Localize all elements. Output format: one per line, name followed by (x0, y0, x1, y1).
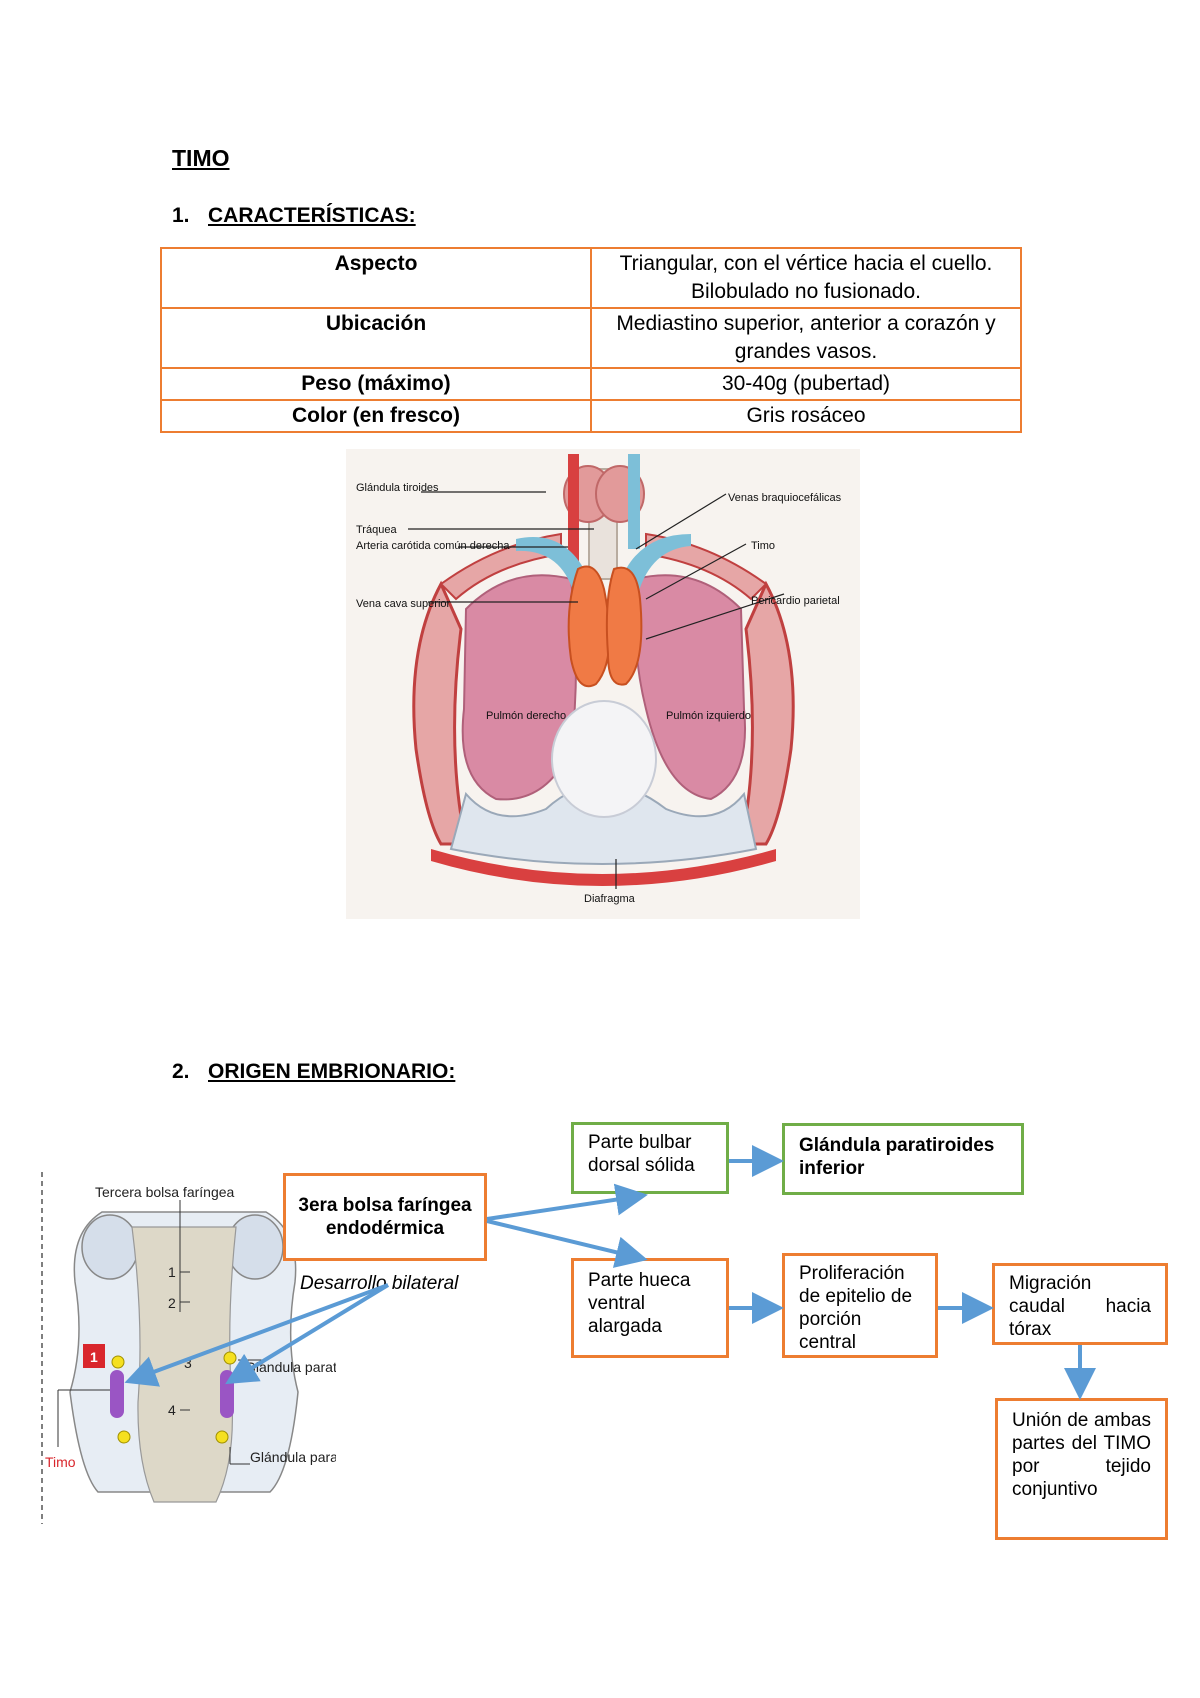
arrow-to-dorsal (486, 1183, 648, 1221)
table-value: Gris rosáceo (590, 399, 1022, 433)
table-key: Color (en fresco) (160, 399, 592, 433)
table-row: Color (en fresco) Gris rosáceo (160, 399, 1022, 433)
pharyngeal-pouch-figure: Tercera bolsa faríngea 1 2 3 4 1 Timo Gl… (40, 1172, 433, 1524)
table-key: Ubicación (160, 307, 592, 369)
arrow-bilateral-left (124, 1283, 389, 1387)
table-row: Peso (máximo) 30-40g (pubertad) (160, 367, 1022, 401)
section-number: 2. (172, 1060, 190, 1083)
label-pouch-4: 4 (168, 1402, 176, 1418)
label-traquea: Tráquea (356, 524, 397, 536)
label-pouch-3: 3 (184, 1355, 192, 1371)
label-vena-cava: Vena cava superior (356, 598, 451, 610)
label-venas-braquiocefalicas: Venas braquiocefálicas (728, 492, 842, 504)
label-timo: Timo (45, 1454, 76, 1470)
ventral-part-box: Parte hueca ventral alargada (571, 1258, 729, 1358)
arrow-bilateral-right (225, 1283, 390, 1385)
characteristics-table: Aspecto Triangular, con el vértice hacia… (160, 247, 1022, 433)
table-value: Triangular, con el vértice hacia el cuel… (590, 247, 1022, 309)
label-pulmon-derecho: Pulmón derecho (486, 710, 566, 722)
table-key: Aspecto (160, 247, 592, 309)
table-key: Peso (máximo) (160, 367, 592, 401)
label-diafragma: Diafragma (584, 893, 636, 905)
label-pouch-2: 2 (168, 1295, 176, 1311)
label-glandula-tiroides: Glándula tiroides (356, 482, 439, 494)
thorax-illustration: Glándula tiroides Tráquea Arteria caróti… (356, 454, 842, 905)
dorsal-part-box: Parte bulbar dorsal sólida (571, 1122, 729, 1194)
section-label: ORIGEN EMBRIONARIO: (208, 1060, 456, 1083)
section-heading-embryonic-origin: 2. ORIGEN EMBRIONARIO: (172, 1060, 455, 1084)
arrow-to-ventral (486, 1219, 648, 1268)
bilateral-note: Desarrollo bilateral (300, 1273, 459, 1294)
migration-box: Migración caudal hacia tórax (992, 1263, 1168, 1345)
table-row: Aspecto Triangular, con el vértice hacia… (160, 247, 1022, 309)
pharyngeal-illustration: Tercera bolsa faríngea 1 2 3 4 1 Timo Gl… (41, 1172, 433, 1524)
label-pouch-1: 1 (168, 1264, 176, 1280)
section-label: CARACTERÍSTICAS: (208, 204, 416, 227)
label-arteria-carotida: Arteria carótida común derecha (356, 540, 510, 552)
label-pericardio: Pericardio parietal (751, 595, 840, 607)
section-number: 1. (172, 204, 190, 227)
table-value: 30-40g (pubertad) (590, 367, 1022, 401)
label-timo: Timo (751, 540, 775, 552)
section-heading-characteristics: 1. CARACTERÍSTICAS: (172, 204, 416, 228)
union-box: Unión de ambas partes del TIMO por tejid… (995, 1398, 1168, 1540)
origin-box: 3era bolsa faríngea endodérmica (283, 1173, 487, 1261)
table-value: Mediastino superior, anterior a corazón … (590, 307, 1022, 369)
page-title: TIMO (172, 145, 230, 171)
thorax-anatomy-figure: Glándula tiroides Tráquea Arteria caróti… (346, 449, 860, 919)
label-pulmon-izquierdo: Pulmón izquierdo (666, 710, 751, 722)
label-badge: 1 (90, 1349, 98, 1365)
paratiroides-inferior-box: Glándula paratiroides inferior (782, 1123, 1024, 1195)
label-tercera-bolsa: Tercera bolsa faríngea (95, 1184, 235, 1200)
table-row: Ubicación Mediastino superior, anterior … (160, 307, 1022, 369)
